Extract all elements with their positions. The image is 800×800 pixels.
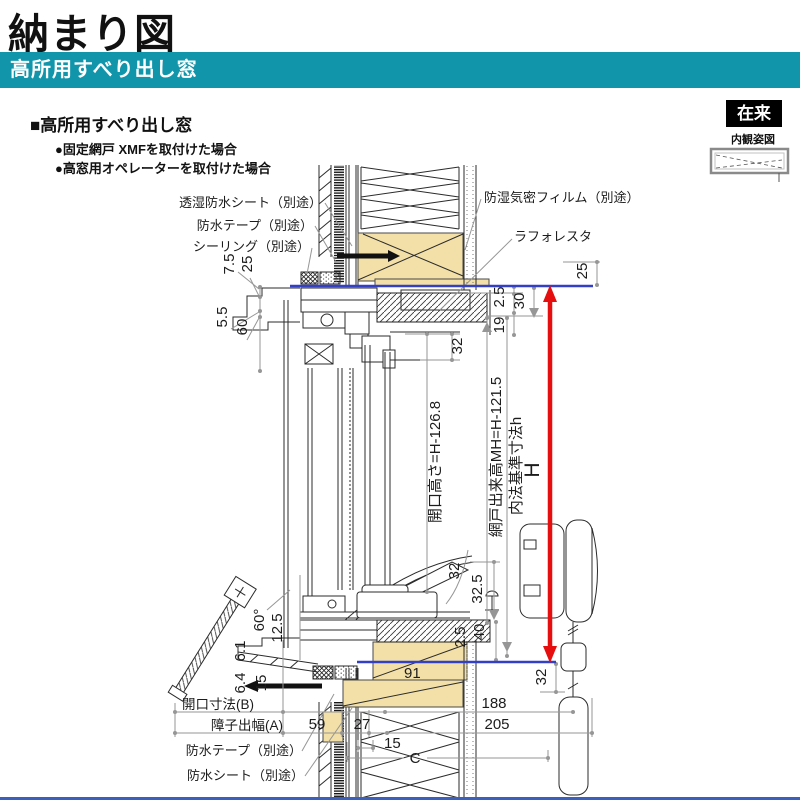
callout-laforesta: ラフォレスタ: [514, 229, 592, 244]
label-sash-a: 障子出幅(A): [211, 718, 283, 733]
dim-32-bottom: 32: [533, 669, 550, 686]
callout-waterproof-tape-bottom: 防水テープ（別途）: [186, 743, 302, 758]
dim-c: C: [410, 750, 421, 767]
axis-screen-height: 網戸出来高MH=H-121.5: [488, 377, 505, 537]
interior-view-caption: 内観姿図: [731, 134, 775, 146]
dim-32-5: 32.5: [469, 574, 486, 603]
axis-open-height: 開口高さ=H-126.8: [427, 401, 444, 523]
dim-2-5-right: 2.5: [491, 287, 508, 308]
dim-2-5-sill: 2.5: [452, 627, 469, 648]
dim-40: 40: [471, 624, 488, 641]
dim-188: 188: [481, 695, 506, 712]
dimension-lines: [173, 198, 600, 777]
page-title: 納まり図: [8, 11, 176, 57]
dim-15-bottom: 15: [384, 735, 401, 752]
dim-5-5: 5.5: [214, 307, 231, 328]
dim-60-left: 60: [234, 319, 251, 336]
dim-91: 91: [404, 665, 421, 682]
wall-section-top: [318, 165, 490, 290]
label-opening-b: 開口寸法(B): [182, 697, 254, 712]
axis-inner-standard: 内法基準寸法h: [508, 417, 525, 515]
dim-60-deg: 60°: [251, 609, 268, 632]
dim-27: 27: [354, 716, 371, 733]
sill-and-operator: [237, 519, 598, 796]
h-dimension-line: [543, 285, 557, 663]
glazing-section: [283, 300, 391, 648]
product-banner-label: 高所用すべり出し窓: [10, 59, 198, 81]
callout-breathable-sheet: 透湿防水シート（別途）: [179, 195, 322, 210]
callout-waterproof-tape-top: 防水テープ（別途）: [197, 218, 313, 233]
callout-vapor-film: 防湿気密フィルム（別途）: [484, 190, 639, 205]
dim-7-5: 7.5: [221, 254, 238, 275]
bullet-operator: ●高窓用オペレーターを取付けた場合: [55, 161, 271, 176]
dim-19: 19: [491, 317, 508, 334]
bullet-fixed-screen: ●固定網戸 XMFを取付けた場合: [55, 142, 237, 157]
axis-h-total: H: [521, 462, 544, 477]
callout-sealing: シーリング（別途）: [193, 239, 310, 254]
dim-25-left: 25: [239, 256, 256, 273]
dim-32-head: 32: [449, 338, 466, 355]
diagram-labels: 透湿防水シート（別途） 防水テープ（別途） シーリング（別途） 防湿気密フィルム…: [179, 190, 640, 783]
dim-6-1: 6.1: [232, 641, 249, 662]
dim-25-right: 25: [574, 263, 591, 280]
section-heading: ■高所用すべり出し窓: [30, 116, 193, 135]
product-banner: 高所用すべり出し窓: [0, 52, 800, 88]
callout-waterproof-sheet-bottom: 防水シート（別途）: [187, 768, 304, 783]
interior-elevation-sketch: [709, 147, 790, 182]
dim-59: 59: [309, 716, 326, 733]
dim-15-left: 15: [253, 675, 270, 692]
dim-12-5: 12.5: [269, 613, 286, 642]
construction-type-badge: 在来: [726, 100, 782, 127]
dim-30: 30: [511, 293, 528, 310]
wall-section-bottom: [318, 640, 477, 799]
dim-205: 205: [484, 716, 509, 733]
head-frame: [232, 271, 491, 369]
next-section-divider: [0, 797, 800, 800]
dim-6-4: 6.4: [232, 673, 249, 694]
dim-32-arm: 32: [446, 563, 463, 580]
open-sash: [167, 575, 257, 702]
